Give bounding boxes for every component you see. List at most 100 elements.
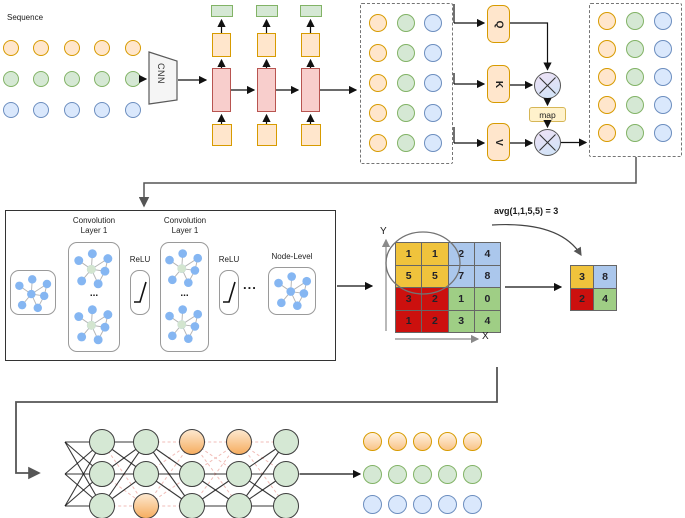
attention-input-dot bbox=[397, 14, 415, 32]
map-box: map bbox=[529, 107, 566, 122]
sequence-dot bbox=[125, 40, 141, 56]
output-dot bbox=[412, 464, 432, 484]
attention-output-dot bbox=[626, 124, 644, 142]
sequence-dot bbox=[125, 71, 141, 87]
dense-node bbox=[89, 429, 115, 455]
output-dot bbox=[387, 464, 407, 484]
dropout-node bbox=[226, 429, 252, 455]
pooled-grid: 3 8 2 4 bbox=[570, 265, 617, 311]
key-box: K bbox=[487, 65, 510, 103]
grid-cell: 8 bbox=[474, 265, 501, 288]
grid-cell: 0 bbox=[474, 288, 501, 311]
sequence-dot bbox=[94, 71, 110, 87]
attention-output-dot bbox=[598, 96, 616, 114]
sequence-dot bbox=[125, 102, 141, 118]
sequence-dot bbox=[94, 102, 110, 118]
pooled-cell: 4 bbox=[594, 288, 617, 311]
output-dot bbox=[362, 464, 382, 484]
sequence-dot bbox=[2, 102, 19, 118]
cnn-label: CNN bbox=[156, 63, 166, 84]
attention-to-gnn-connector bbox=[138, 157, 637, 208]
gnn-input-graph-box bbox=[10, 270, 56, 315]
pooled-cell: 3 bbox=[571, 266, 594, 289]
attention-output-dot bbox=[598, 68, 616, 86]
x-axis-label: X bbox=[482, 331, 489, 342]
grid-cell: 2 bbox=[422, 310, 449, 333]
y-axis-label: Y bbox=[380, 226, 387, 237]
rnn-projection-box bbox=[212, 33, 231, 57]
attention-input-dot bbox=[424, 74, 442, 92]
dense-node bbox=[133, 461, 159, 487]
avg-annotation-arrow bbox=[491, 223, 582, 257]
conv2-label-line2: Layer 1 bbox=[171, 226, 199, 235]
gnn-relu2-box bbox=[219, 270, 239, 315]
sequence-dot bbox=[2, 71, 19, 87]
attention-output-dot bbox=[598, 124, 616, 142]
rnn-output-box bbox=[211, 5, 233, 17]
dense-node bbox=[179, 493, 205, 518]
key-label: K bbox=[492, 80, 504, 88]
output-dot bbox=[462, 494, 482, 514]
rnn-output-box bbox=[256, 5, 278, 17]
dense-node bbox=[226, 493, 252, 518]
conv2-ellipsis: ... bbox=[180, 288, 189, 299]
dense-node bbox=[89, 493, 115, 518]
attention-input-dot bbox=[397, 74, 415, 92]
dropout-node bbox=[133, 493, 159, 518]
output-dot bbox=[437, 464, 457, 484]
rnn-input-box bbox=[211, 124, 232, 146]
rnn-input-box bbox=[256, 124, 277, 146]
q-to-matmul-path bbox=[510, 22, 552, 71]
pooling-to-dense-connector bbox=[15, 367, 498, 480]
conv1-label-line1: Convolution bbox=[72, 216, 116, 225]
gnn-ellipsis: ... bbox=[243, 277, 257, 292]
dense-node bbox=[273, 429, 299, 455]
pooled-cell: 2 bbox=[571, 288, 594, 311]
attention-input-dot bbox=[369, 74, 387, 92]
grid-cell: 4 bbox=[474, 243, 501, 266]
sequence-dot bbox=[63, 71, 80, 87]
conv2-label-line1: Convolution bbox=[163, 216, 207, 225]
attention-output-dot bbox=[654, 40, 672, 58]
dense-node bbox=[273, 461, 299, 487]
attention-input-dot bbox=[424, 44, 442, 62]
grid-cell: 5 bbox=[396, 265, 423, 288]
rnn-output-box bbox=[300, 5, 322, 17]
sequence-dot bbox=[2, 40, 19, 56]
attention-input-dot bbox=[397, 134, 415, 152]
grid-cell: 5 bbox=[422, 265, 449, 288]
grid-cell: 1 bbox=[422, 243, 449, 266]
matmul-circle-2 bbox=[534, 129, 561, 156]
grid-cell: 7 bbox=[448, 265, 475, 288]
rnn-hidden-box bbox=[212, 68, 231, 112]
value-label: V bbox=[492, 138, 504, 146]
grid-cell: 4 bbox=[474, 310, 501, 333]
map-label: map bbox=[539, 109, 556, 120]
output-dot bbox=[362, 431, 382, 451]
attention-input-dot bbox=[397, 44, 415, 62]
rnn-hidden-box bbox=[257, 68, 276, 112]
attention-output-dot bbox=[654, 124, 672, 142]
pooled-cell: 8 bbox=[594, 266, 617, 289]
dense-node bbox=[273, 493, 299, 518]
attention-input-dot bbox=[424, 134, 442, 152]
sequence-dot bbox=[33, 102, 49, 118]
grid-cell: 2 bbox=[448, 243, 475, 266]
dropout-node bbox=[179, 429, 205, 455]
query-box: Q bbox=[487, 5, 510, 43]
output-dot bbox=[362, 494, 382, 514]
sequence-dot bbox=[63, 102, 80, 118]
rnn-projection-box bbox=[301, 33, 320, 57]
attention-output-dot bbox=[654, 12, 672, 30]
attention-input-dot bbox=[397, 104, 415, 122]
attention-input-dot bbox=[424, 104, 442, 122]
relu1-label: ReLU bbox=[129, 255, 151, 264]
grid-cell: 3 bbox=[448, 310, 475, 333]
dense-node bbox=[226, 461, 252, 487]
output-dot bbox=[387, 431, 407, 451]
grid-cell: 1 bbox=[396, 310, 423, 333]
output-dot bbox=[387, 494, 407, 514]
output-dot bbox=[412, 431, 432, 451]
